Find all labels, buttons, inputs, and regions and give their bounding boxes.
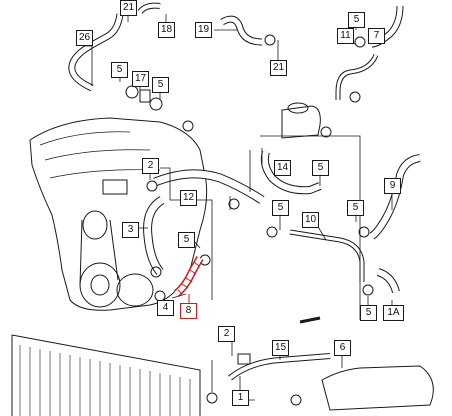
callout-11: 11 — [337, 28, 354, 44]
callout-12: 12 — [180, 190, 197, 206]
callout-5: 5 — [152, 77, 169, 93]
callout-21: 21 — [120, 0, 137, 16]
callout-1: 1 — [232, 390, 249, 406]
clamp — [290, 394, 302, 406]
clamp — [354, 36, 366, 48]
callout-14: 14 — [274, 160, 291, 176]
callout-18: 18 — [158, 22, 175, 38]
expansion-tank — [281, 105, 321, 139]
callout-10: 10 — [302, 212, 319, 228]
clamp — [358, 226, 370, 238]
clamp — [266, 226, 278, 238]
clamp — [264, 34, 276, 46]
fitting-17 — [139, 89, 151, 103]
clamp — [349, 91, 361, 103]
water-pump — [116, 273, 154, 307]
clamp — [362, 284, 374, 296]
clamp — [146, 180, 158, 192]
clamp — [125, 85, 139, 99]
callout-5: 5 — [272, 200, 289, 216]
callout-9: 9 — [384, 178, 401, 194]
callout-5: 5 — [178, 232, 195, 248]
callout-21-lower: 21 — [270, 60, 287, 76]
clamp — [149, 97, 163, 111]
callout-7: 7 — [368, 28, 385, 44]
fitting — [237, 353, 251, 365]
thermostat-housing — [102, 179, 128, 195]
callout-4: 4 — [157, 300, 174, 316]
callout-6: 6 — [334, 340, 351, 356]
callout-8-highlighted: 8 — [180, 303, 197, 319]
callout-17: 17 — [132, 71, 149, 87]
clamp — [206, 392, 218, 404]
clamp — [228, 198, 240, 210]
radiator — [11, 334, 201, 416]
callout-2: 2 — [142, 158, 159, 174]
engine-block — [29, 117, 208, 311]
callout-5: 5 — [360, 305, 377, 321]
pulley-large — [79, 262, 121, 308]
callout-5: 5 — [347, 200, 364, 216]
callout-1a: 1A — [383, 305, 404, 321]
clamp — [150, 266, 162, 278]
callout-2-lower: 2 — [218, 326, 235, 342]
callout-26: 26 — [76, 30, 93, 46]
callout-5: 5 — [111, 62, 128, 78]
clamp — [320, 126, 332, 138]
drive-belt — [79, 219, 119, 286]
callout-15: 15 — [272, 340, 289, 356]
pulley-upper — [82, 210, 108, 240]
callout-5: 5 — [312, 160, 329, 176]
callout-3: 3 — [122, 222, 139, 238]
clamp — [182, 120, 194, 132]
bolt — [299, 316, 321, 324]
tank-cap — [287, 102, 309, 114]
callout-19: 19 — [195, 22, 212, 38]
lower-tank — [321, 365, 434, 411]
callout-5: 5 — [348, 12, 365, 28]
